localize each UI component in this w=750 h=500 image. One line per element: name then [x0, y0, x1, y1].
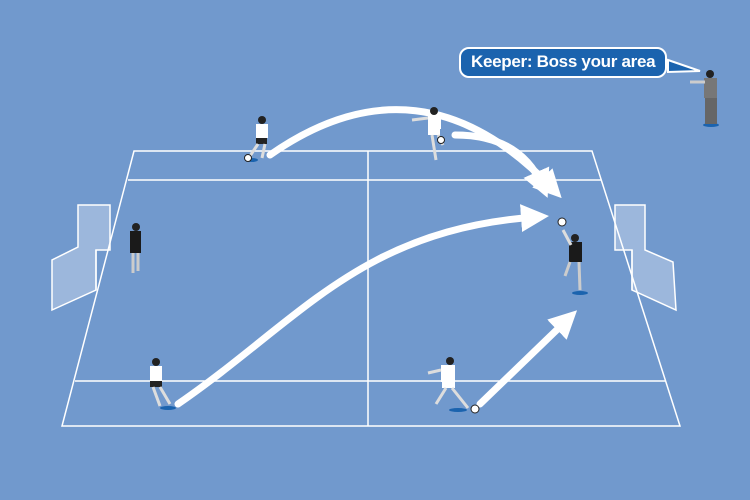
goalkeeper-right	[557, 217, 588, 295]
goalkeeper-left	[130, 223, 141, 273]
pitch	[61, 150, 682, 427]
player-white-top-right	[411, 107, 445, 161]
coach-speech-bubble: Keeper: Boss your area	[459, 47, 668, 78]
pitch-boundary	[61, 150, 682, 427]
player-white-top-left	[244, 116, 268, 162]
left-goal	[51, 204, 111, 312]
player-white-bottom-left	[150, 358, 176, 410]
bubble-tail	[667, 58, 701, 74]
right-goal	[614, 204, 677, 312]
coach	[690, 70, 719, 127]
arrow-cross-bottom-right	[476, 310, 578, 408]
arrow-cross-bottom-left	[174, 204, 549, 408]
arrow-cross-top-right	[451, 131, 550, 198]
player-white-bottom-right	[427, 357, 480, 414]
ball-paths	[174, 106, 578, 408]
